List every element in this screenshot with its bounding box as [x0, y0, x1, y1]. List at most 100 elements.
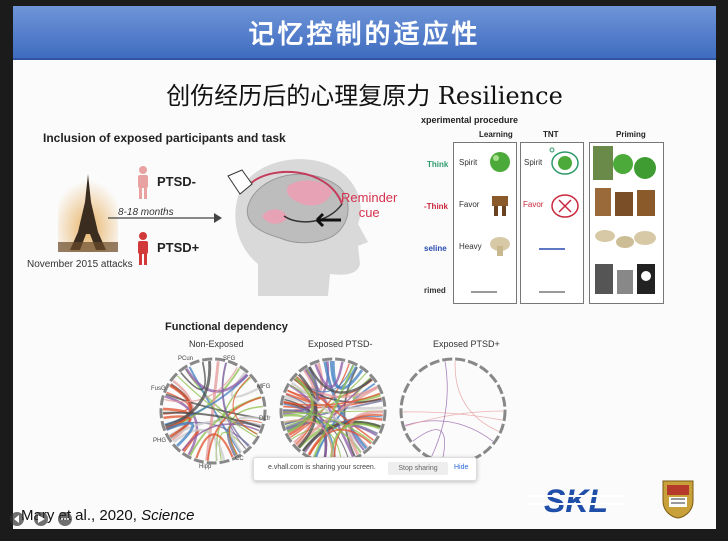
col-tnt: TNT [543, 130, 559, 139]
chord-link [286, 376, 314, 434]
learning-word-heavy: Heavy [459, 242, 482, 251]
slide-title-bar: 记忆控制的适应性 [13, 6, 716, 60]
chord-link [163, 415, 192, 438]
months-label: 8-18 months [118, 207, 174, 218]
chord-link [290, 363, 350, 438]
row-no-think: -Think [424, 202, 448, 211]
region-hipp: Hipp [199, 464, 212, 470]
share-message: e.vhall.com is sharing your screen. [268, 464, 376, 471]
person-icon-ptsd-plus [138, 232, 148, 265]
row-baseline: seline [424, 244, 447, 253]
region-mfg: MFG [257, 384, 271, 390]
chord-link [331, 360, 364, 390]
region-cc: CC [235, 456, 244, 462]
procedure-title: xperimental procedure [421, 115, 519, 125]
chord-link [206, 396, 262, 461]
chord-link [289, 384, 328, 461]
ptsd-minus-label: PTSD- [157, 174, 196, 189]
chord-link [315, 382, 376, 459]
chord-link [185, 368, 249, 393]
person-icon-ptsd-minus [138, 166, 148, 199]
chord-link [312, 364, 355, 458]
skl-logo: SKL [528, 484, 624, 518]
chord-link [284, 419, 334, 462]
chord-link [454, 361, 499, 432]
chord-link [285, 389, 311, 403]
reminder-cue-label: Reminder cue [341, 190, 398, 220]
university-crest-logo [662, 480, 694, 519]
thought-bubble-think-icon [549, 147, 579, 175]
chord-link [205, 361, 220, 461]
wooden-object-icon [492, 196, 508, 216]
chord-link [412, 429, 446, 460]
chord-link [164, 395, 199, 456]
chord-link [162, 411, 261, 429]
chord-link [221, 362, 247, 450]
priming-images [593, 146, 656, 294]
chord-link [431, 361, 448, 457]
row-primed: rimed [424, 286, 446, 295]
stop-sharing-button[interactable]: Stop sharing [388, 462, 448, 475]
tnt-dash-baseline [539, 248, 565, 250]
ptsd-plus-label: PTSD+ [157, 240, 200, 255]
learning-word-spirit: Spirit [459, 158, 478, 167]
group-ptsd-minus: Exposed PTSD- [308, 339, 373, 349]
chord-link [195, 433, 234, 459]
chord-ring [159, 357, 267, 465]
chord-link [308, 428, 372, 456]
screen-share-bar: e.vhall.com is sharing your screen. Stop… [253, 457, 477, 481]
attacks-label: November 2015 attacks [27, 259, 133, 270]
chord-link [283, 392, 381, 406]
chord-link [282, 411, 373, 443]
tnt-word-favor: Favor [523, 200, 544, 209]
mushroom-icon [490, 237, 510, 256]
svg-text:SKL: SKL [544, 484, 608, 518]
slide: 记忆控制的适应性 创伤经历后的心理复原力 Resilience Inclusio… [13, 6, 716, 529]
chord-link [323, 361, 368, 450]
green-sphere-icon [490, 152, 510, 172]
slide-title: 记忆控制的适应性 [248, 20, 481, 50]
chord-link [405, 420, 494, 442]
group-ptsd-plus: Exposed PTSD+ [433, 339, 500, 349]
tnt-word-spirit: Spirit [524, 158, 543, 167]
region-phg: PHG [153, 438, 167, 444]
timeline-arrow [108, 213, 222, 223]
eiffel-tower-photo [58, 172, 118, 252]
row-think: Think [427, 160, 449, 169]
chord-link [308, 366, 373, 394]
learning-dash [471, 291, 497, 293]
chord-link [180, 361, 207, 391]
reminder-arrow-icon [315, 212, 341, 228]
chord-link [297, 373, 318, 449]
functional-heading: Functional dependency [165, 321, 288, 333]
chord-link [348, 410, 384, 456]
citation: Mary et al., 2020, Science [21, 507, 195, 524]
chord-link [177, 375, 257, 438]
chord-link [181, 423, 260, 451]
slide-subtitle: 创伤经历后的心理复原力 Resilience [166, 82, 563, 110]
group-non-exposed: Non-Exposed [189, 339, 244, 349]
chord-link [232, 376, 258, 435]
chord-link [230, 371, 259, 399]
player-controls [10, 512, 72, 526]
chord-link [405, 410, 504, 427]
chord-link [350, 425, 377, 451]
region-fusg: FusG [151, 386, 166, 392]
chord-link [403, 411, 503, 421]
chord-link [172, 428, 226, 461]
chord-link [314, 361, 344, 389]
chord-link [333, 414, 383, 462]
col-learning: Learning [479, 130, 513, 139]
hide-button[interactable]: Hide [454, 464, 469, 471]
chord-link [228, 419, 262, 455]
chord-link [164, 361, 212, 428]
chord-link [222, 362, 249, 447]
chord-link [166, 421, 195, 447]
chord-link [301, 420, 381, 453]
col-priming: Priming [616, 130, 646, 139]
region-sfg: SFG [223, 356, 236, 362]
region-pcun: PCun [178, 356, 194, 362]
tnt-dash-primed [539, 291, 565, 293]
learning-word-favor: Favor [459, 200, 480, 209]
inclusion-heading: Inclusion of exposed participants and ta… [43, 131, 286, 145]
